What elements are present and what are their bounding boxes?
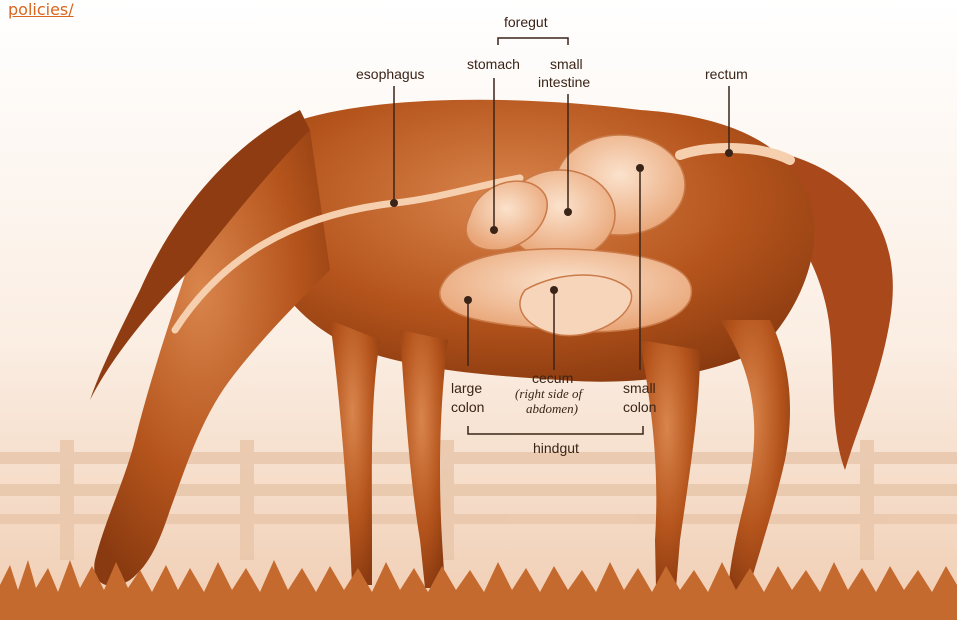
label-small-intestine-line2: intestine [538,74,590,90]
label-cecum-note-line2: abdomen) [526,401,578,416]
label-foregut: foregut [504,14,548,30]
label-large-colon-line1: large [451,380,482,396]
label-small-intestine-line1: small [550,56,583,72]
label-rectum: rectum [705,66,748,82]
label-esophagus: esophagus [356,66,425,82]
label-cecum-note-line1: (right side of [515,386,582,401]
label-large-colon-line2: colon [451,399,484,415]
label-small-colon-line1: small [623,380,656,396]
label-small-colon-line2: colon [623,399,656,415]
policies-link[interactable]: policies/ [8,0,74,19]
label-cecum: cecum [532,370,573,386]
label-stomach: stomach [467,56,520,72]
label-hindgut: hindgut [533,440,579,456]
